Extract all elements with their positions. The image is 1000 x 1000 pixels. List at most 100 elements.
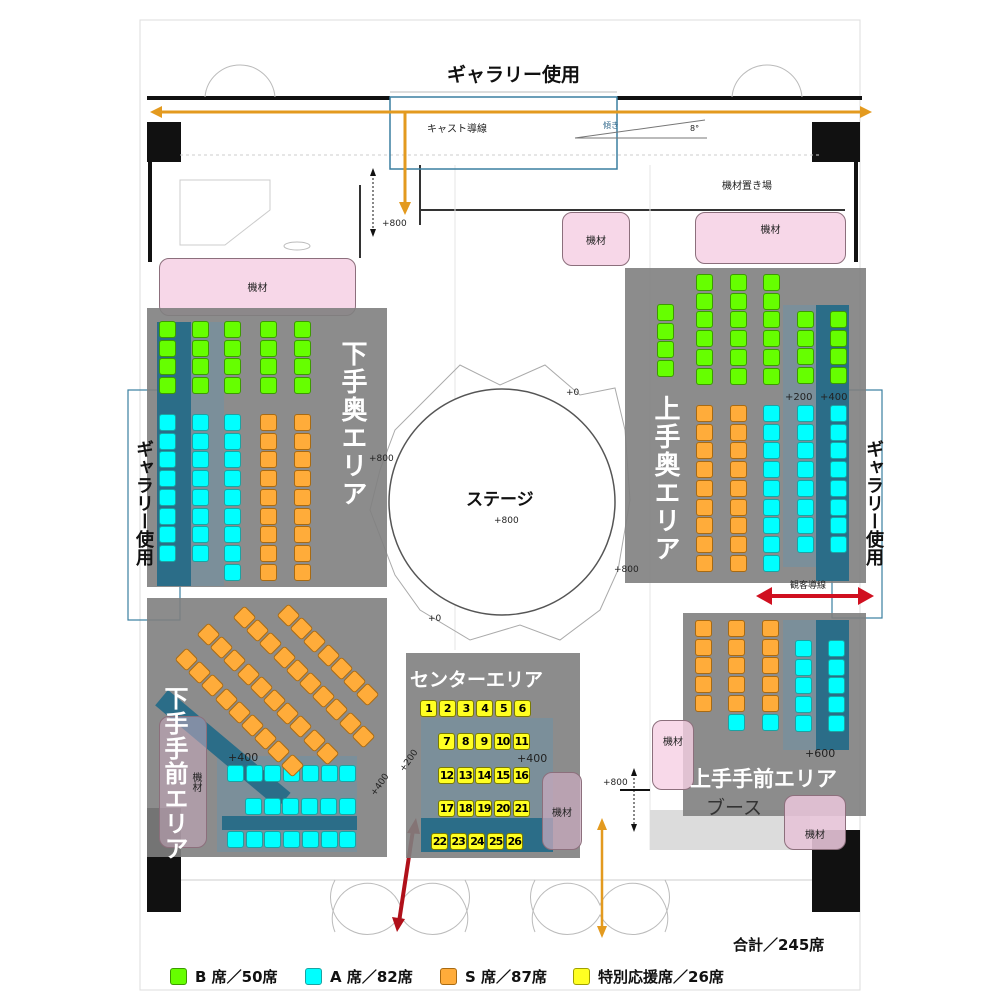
b-seat[interactable] (696, 348, 713, 366)
b-seat[interactable] (797, 311, 814, 328)
b-seat[interactable] (797, 329, 814, 347)
a-seat[interactable] (264, 831, 282, 848)
b-seat[interactable] (730, 330, 747, 348)
s-seat[interactable] (696, 461, 713, 479)
a-seat[interactable] (830, 405, 847, 422)
a-seat[interactable] (763, 423, 780, 441)
a-seat[interactable] (763, 498, 780, 516)
a-seat[interactable] (828, 714, 845, 732)
b-seat[interactable] (260, 377, 277, 395)
a-seat[interactable] (159, 470, 176, 488)
special-seat[interactable]: 2 (438, 700, 456, 717)
s-seat[interactable] (730, 479, 747, 497)
s-seat[interactable] (260, 488, 277, 506)
s-seat[interactable] (696, 479, 713, 497)
special-seat[interactable]: 19 (475, 800, 493, 817)
a-seat[interactable] (797, 405, 814, 422)
b-seat[interactable] (192, 377, 209, 395)
s-seat[interactable] (730, 461, 747, 479)
s-seat[interactable] (294, 414, 311, 431)
a-seat[interactable] (828, 696, 845, 714)
b-seat[interactable] (763, 274, 780, 291)
b-seat[interactable] (260, 321, 277, 338)
s-seat[interactable] (294, 432, 311, 450)
b-seat[interactable] (260, 358, 277, 376)
b-seat[interactable] (797, 348, 814, 366)
s-seat[interactable] (762, 620, 779, 637)
a-seat[interactable] (797, 498, 814, 516)
b-seat[interactable] (730, 311, 747, 329)
b-seat[interactable] (763, 348, 780, 366)
s-seat[interactable] (728, 657, 745, 675)
a-seat[interactable] (245, 798, 262, 815)
s-seat[interactable] (294, 507, 311, 525)
b-seat[interactable] (192, 321, 209, 338)
b-seat[interactable] (730, 367, 747, 385)
a-seat[interactable] (339, 831, 357, 848)
a-seat[interactable] (797, 461, 814, 479)
b-seat[interactable] (294, 358, 311, 376)
special-seat[interactable]: 15 (494, 767, 512, 784)
s-seat[interactable] (696, 517, 713, 535)
s-seat[interactable] (260, 563, 277, 581)
a-seat[interactable] (797, 479, 814, 497)
a-seat[interactable] (159, 432, 176, 450)
a-seat[interactable] (283, 831, 301, 848)
a-seat[interactable] (763, 442, 780, 460)
b-seat[interactable] (192, 358, 209, 376)
special-seat[interactable]: 10 (494, 733, 512, 750)
a-seat[interactable] (797, 423, 814, 441)
b-seat[interactable] (224, 321, 241, 338)
a-seat[interactable] (159, 488, 176, 506)
b-seat[interactable] (657, 322, 674, 340)
a-seat[interactable] (245, 765, 263, 782)
b-seat[interactable] (696, 274, 713, 291)
s-seat[interactable] (762, 676, 779, 694)
b-seat[interactable] (696, 292, 713, 310)
s-seat[interactable] (728, 620, 745, 637)
special-seat[interactable]: 8 (456, 733, 474, 750)
s-seat[interactable] (762, 657, 779, 675)
a-seat[interactable] (830, 535, 847, 553)
b-seat[interactable] (830, 348, 847, 366)
a-seat[interactable] (763, 461, 780, 479)
special-seat[interactable]: 1 (420, 700, 437, 717)
special-seat[interactable]: 22 (431, 833, 448, 850)
a-seat[interactable] (159, 544, 176, 562)
a-seat[interactable] (224, 451, 241, 469)
a-seat[interactable] (828, 640, 845, 657)
a-seat[interactable] (338, 798, 356, 815)
special-seat[interactable]: 5 (494, 700, 512, 717)
b-seat[interactable] (159, 321, 176, 338)
b-seat[interactable] (730, 292, 747, 310)
b-seat[interactable] (224, 377, 241, 395)
b-seat[interactable] (830, 329, 847, 347)
a-seat[interactable] (224, 507, 241, 525)
b-seat[interactable] (696, 311, 713, 329)
b-seat[interactable] (830, 311, 847, 328)
s-seat[interactable] (260, 414, 277, 431)
b-seat[interactable] (730, 348, 747, 366)
a-seat[interactable] (224, 432, 241, 450)
s-seat[interactable] (696, 405, 713, 422)
b-seat[interactable] (657, 360, 674, 378)
a-seat[interactable] (264, 765, 282, 782)
a-seat[interactable] (830, 442, 847, 460)
a-seat[interactable] (797, 535, 814, 553)
a-seat[interactable] (830, 498, 847, 516)
b-seat[interactable] (294, 377, 311, 395)
a-seat[interactable] (159, 526, 176, 544)
s-seat[interactable] (696, 535, 713, 553)
s-seat[interactable] (260, 451, 277, 469)
a-seat[interactable] (795, 658, 812, 676)
b-seat[interactable] (696, 367, 713, 385)
special-seat[interactable]: 12 (438, 767, 455, 784)
a-seat[interactable] (830, 423, 847, 441)
a-seat[interactable] (763, 479, 780, 497)
a-seat[interactable] (224, 470, 241, 488)
a-seat[interactable] (263, 798, 281, 815)
special-seat[interactable]: 9 (475, 733, 493, 750)
a-seat[interactable] (159, 507, 176, 525)
b-seat[interactable] (797, 367, 814, 385)
a-seat[interactable] (224, 414, 241, 431)
